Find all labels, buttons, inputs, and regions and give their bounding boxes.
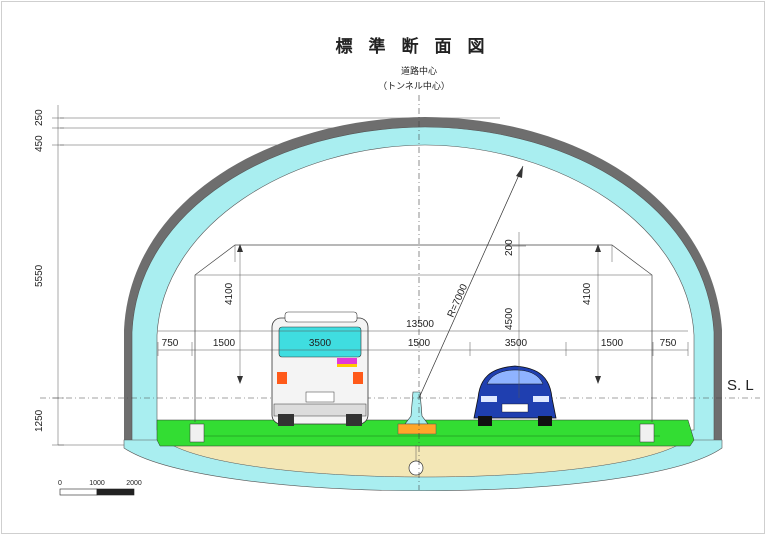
width-seg-1: 750 [162,338,179,349]
bus-illustration [271,311,369,426]
road-base-layer [169,443,681,478]
scale-bar: 0 1000 2000 [58,480,142,496]
width-seg-6: 1500 [601,338,624,349]
drawing-title: 標準断面図 [336,36,501,57]
centerline-label: 道路中心 [401,65,437,77]
width-seg-2: 1500 [213,338,236,349]
left-dim-1250: 1250 [34,409,45,432]
bus-rear-window [278,326,362,358]
left-dim-250: 250 [34,109,45,126]
clearance-height-right: 4100 [582,282,593,305]
median-curb [397,423,437,435]
width-seg-7: 750 [660,338,677,349]
width-seg-3: 3500 [309,338,332,349]
left-dim-5550: 5550 [34,264,45,287]
clearance-height-left: 4100 [224,282,235,305]
total-width: 13500 [406,319,434,330]
side-drain-right [639,423,655,443]
inner-dim-4500: 4500 [504,307,515,330]
width-seg-4: 1500 [408,338,431,349]
inner-dim-200: 200 [504,239,515,256]
side-drain-left [189,423,205,443]
sea-level-label: S. L [727,377,754,394]
scale-label-1000: 1000 [89,480,105,487]
centerline-sublabel: （トンネル中心） [378,80,450,92]
center-drain-pipe [408,460,424,476]
construction-clearance [194,244,653,422]
car-illustration [473,365,557,426]
left-dim-450: 450 [34,135,45,152]
scale-label-2000: 2000 [126,480,142,487]
scale-label-0: 0 [58,480,62,487]
width-seg-5: 3500 [505,338,528,349]
radius-leader [418,165,524,399]
